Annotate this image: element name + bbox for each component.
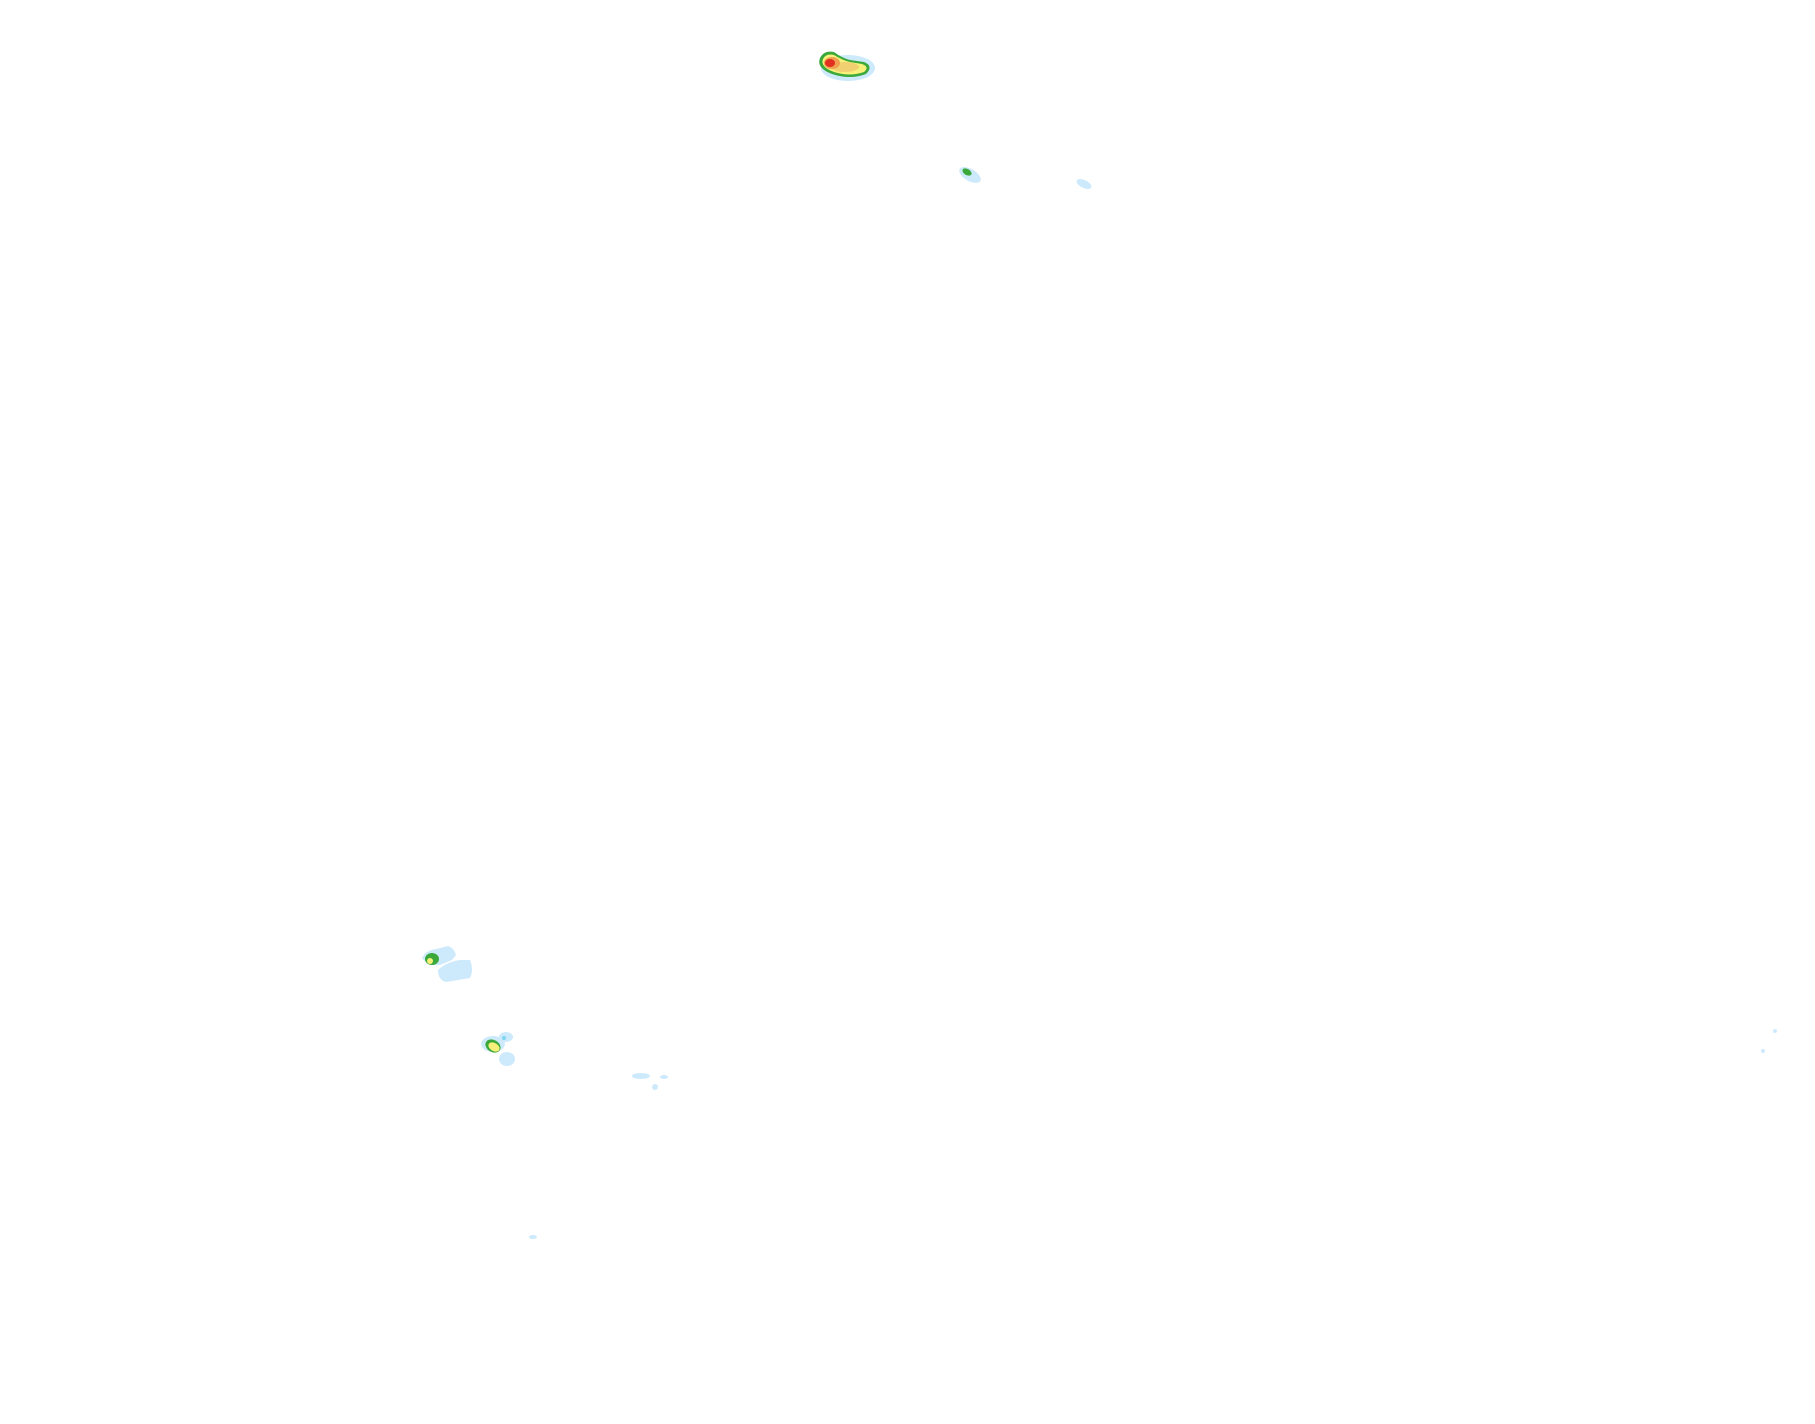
precip-cell-east [1761,1029,1777,1053]
precip-cell-northeast [959,167,1092,189]
precip-cell-north [819,51,875,81]
precip-cell-southwest-b [481,1032,515,1066]
precip-cell-south [529,1073,668,1239]
precip-cell-southwest-a [422,946,472,982]
